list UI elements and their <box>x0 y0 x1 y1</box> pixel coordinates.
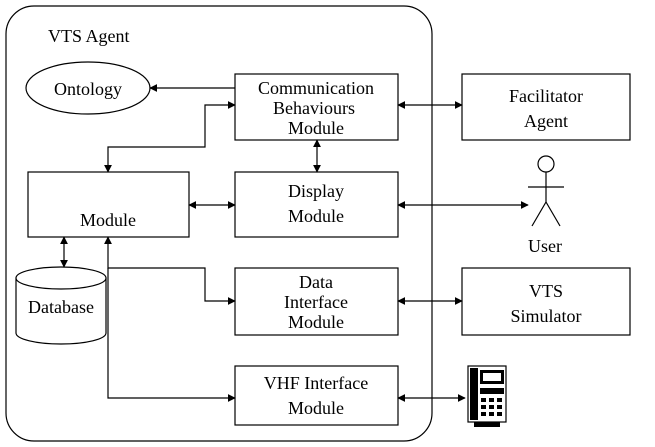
data-interface-line-2: Interface <box>284 292 348 312</box>
display-module-line-1: Display <box>288 181 344 201</box>
display-module: Display Module <box>234 171 399 238</box>
vhf-radio-icon <box>467 365 507 427</box>
vts-simulator-line-2: Simulator <box>511 306 582 326</box>
database-node: Database <box>15 266 107 345</box>
comm-module-line-1: Communication <box>258 78 374 98</box>
data-interface-line-3: Module <box>288 312 344 332</box>
ontology-label: Ontology <box>54 79 122 99</box>
comm-module-line-2: Behaviours <box>273 98 355 118</box>
facilitator-line-1: Facilitator <box>509 86 583 106</box>
database-label: Database <box>28 297 94 317</box>
data-interface-module: Data Interface Module <box>234 267 399 336</box>
communication-behaviours-module: Communication Behaviours Module <box>234 73 399 141</box>
display-module-line-2: Module <box>288 206 344 226</box>
vhf-module-line-2: Module <box>288 398 344 418</box>
vts-simulator-node: VTS Simulator <box>461 267 631 336</box>
user-stick-figure <box>528 155 564 227</box>
data-interface-line-1: Data <box>299 272 333 292</box>
edge-module-data-interface <box>104 236 236 305</box>
core-module: Module <box>27 171 190 238</box>
facilitator-agent-node: Facilitator Agent <box>461 73 631 141</box>
edge-module-comm <box>104 101 236 173</box>
edge-module-vhf <box>107 268 236 402</box>
vhf-module-line-1: VHF Interface <box>264 373 368 393</box>
facilitator-line-2: Agent <box>524 111 568 131</box>
ontology-node: Ontology <box>25 61 151 115</box>
comm-module-line-3: Module <box>288 118 344 138</box>
vts-simulator-line-1: VTS <box>529 281 563 301</box>
vts-agent-title: VTS Agent <box>48 26 130 46</box>
user-label: User <box>528 236 562 256</box>
vhf-interface-module: VHF Interface Module <box>234 365 399 426</box>
core-module-label: Module <box>80 210 136 230</box>
